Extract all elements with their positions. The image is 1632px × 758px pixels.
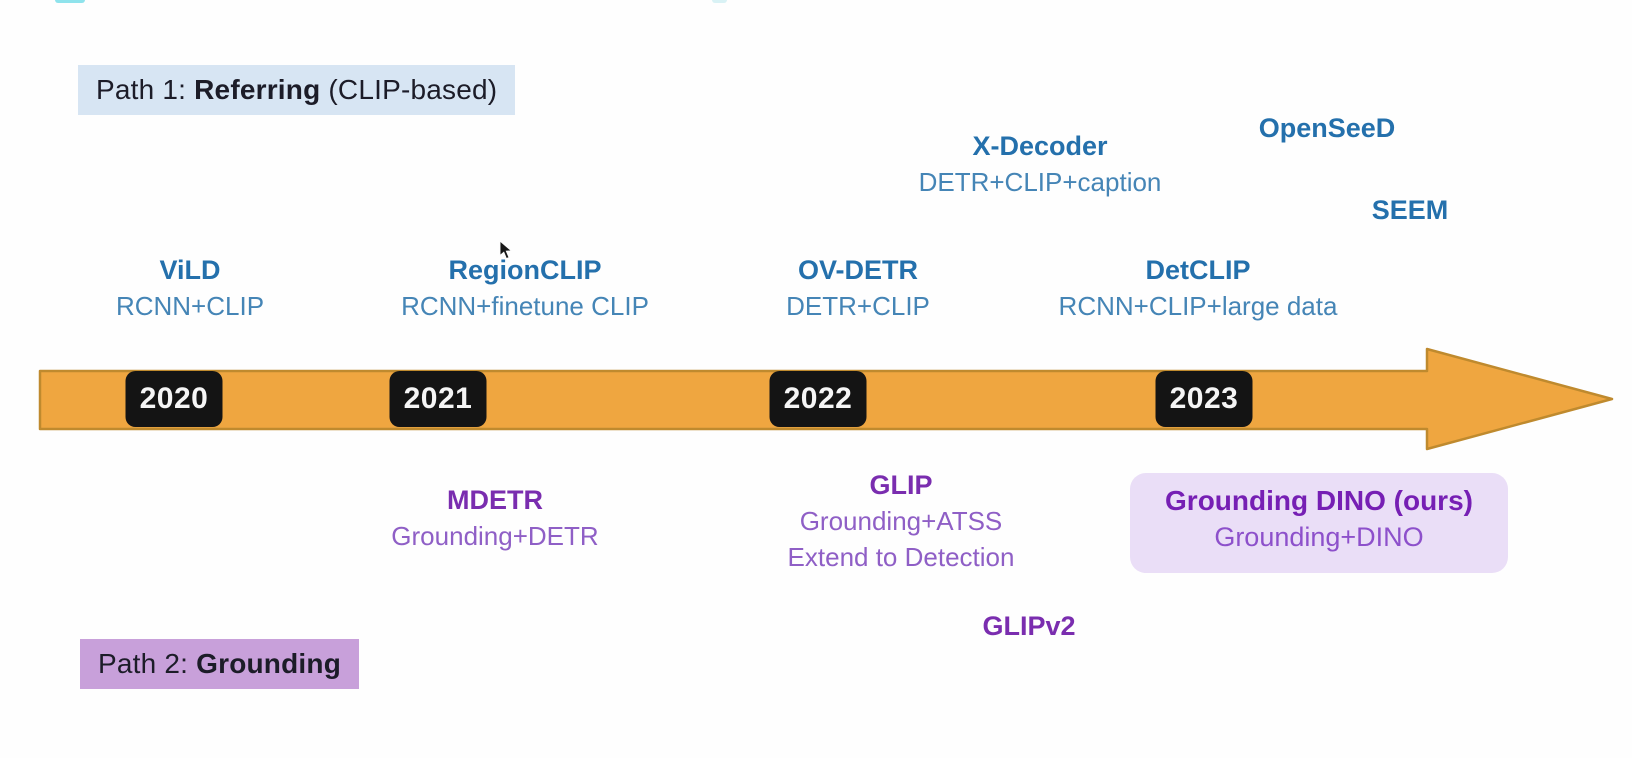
path1-keyword: Referring [194, 74, 321, 105]
entry-glipv2: GLIPv2 [982, 608, 1075, 644]
entry-subtitle: Grounding+DINO [1214, 522, 1424, 552]
entry-title: GLIPv2 [982, 611, 1076, 641]
entry-title: Grounding DINO (ours) [1165, 485, 1473, 516]
entry-subtitle: RCNN+finetune CLIP [401, 291, 649, 321]
entry-vild: ViLD RCNN+CLIP [116, 252, 264, 324]
entry-subtitle: Extend to Detection [787, 542, 1015, 572]
entry-ov-detr: OV-DETR DETR+CLIP [786, 252, 930, 324]
entry-title: DetCLIP [1145, 255, 1251, 285]
entry-title: OpenSeeD [1258, 113, 1396, 143]
entry-subtitle: Grounding+DETR [391, 521, 599, 551]
entry-seem: SEEM [1372, 192, 1449, 228]
entry-mdetr: MDETR Grounding+DETR [391, 482, 598, 554]
year-badge-2023: 2023 [1155, 371, 1253, 427]
year-badge-2020: 2020 [125, 371, 223, 427]
entry-title: OV-DETR [797, 255, 919, 285]
entry-detclip: DetCLIP RCNN+CLIP+large data [1059, 252, 1338, 324]
entry-title: GLIP [869, 470, 933, 500]
grounding-dino-card: Grounding DINO (ours) Grounding+DINO [1130, 473, 1508, 573]
entry-subtitle: DETR+CLIP [786, 291, 930, 321]
entry-title: X-Decoder [972, 131, 1108, 161]
entry-regionclip: RegionCLIP RCNN+finetune CLIP [401, 252, 649, 324]
entry-title: MDETR [446, 485, 543, 515]
entry-glip: GLIP Grounding+ATSS Extend to Detection [788, 467, 1015, 575]
decorative-top-mark [712, 0, 727, 3]
mouse-cursor-icon [499, 240, 513, 260]
entry-openseed: OpenSeeD [1259, 110, 1396, 146]
entry-title: RegionCLIP [448, 255, 602, 285]
path1-suffix: (CLIP-based) [320, 74, 498, 105]
entry-title: ViLD [159, 255, 221, 285]
entry-subtitle: Grounding+ATSS [799, 506, 1003, 536]
path1-prefix: Path 1: [96, 74, 195, 105]
entry-subtitle: RCNN+CLIP+large data [1058, 291, 1338, 321]
path2-grounding-label: Path 2: Grounding [80, 639, 360, 689]
path2-prefix: Path 2: [98, 648, 197, 679]
entry-subtitle: RCNN+CLIP [115, 291, 265, 321]
entry-title: SEEM [1371, 195, 1449, 225]
entry-x-decoder: X-Decoder DETR+CLIP+caption [919, 128, 1162, 200]
year-badge-2022: 2022 [769, 371, 867, 427]
path1-referring-label: Path 1: Referring (CLIP-based) [78, 65, 516, 115]
entry-subtitle: DETR+CLIP+caption [918, 167, 1162, 197]
path2-keyword: Grounding [196, 648, 342, 679]
year-badge-2021: 2021 [389, 371, 487, 427]
decorative-top-mark [55, 0, 85, 3]
